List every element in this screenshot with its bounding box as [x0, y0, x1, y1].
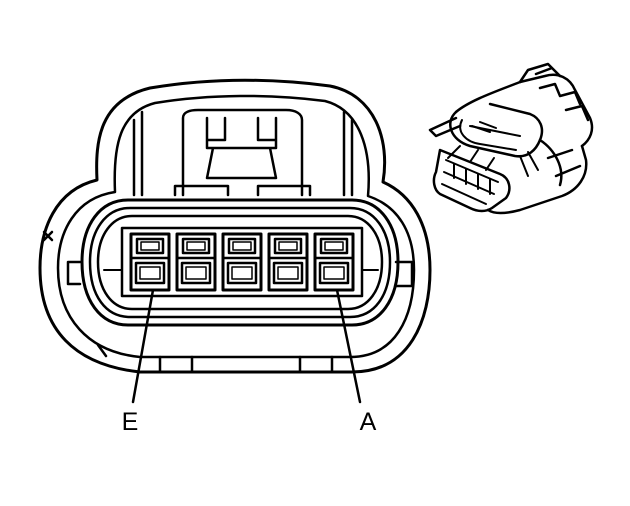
housing-inner [120, 226, 364, 298]
cavity-upper-inner [140, 241, 160, 251]
cavity-lower-inner [277, 266, 299, 280]
leader-line-a [335, 288, 362, 404]
cavity-lower-window [226, 261, 258, 285]
cavity-lower-inner [185, 266, 207, 280]
cavity-1 [129, 232, 171, 292]
cavity-lower-window [180, 261, 212, 285]
cavity-upper-inner [232, 241, 252, 251]
iso-top-latch [518, 62, 590, 122]
cavity-upper-window [227, 237, 257, 255]
cavity-upper-window [135, 237, 165, 255]
iso-collar [449, 102, 544, 158]
pin-label-e: E [122, 408, 139, 436]
cavity-frame [313, 232, 355, 292]
left-lower-notch [96, 343, 108, 358]
iso-body-back [454, 73, 594, 148]
outer-shell [38, 78, 432, 374]
cavity-frame [175, 232, 217, 292]
left-notch [42, 230, 54, 242]
leader-line-e [131, 288, 155, 404]
inner-shell [56, 94, 416, 359]
cavity-lower-inner [323, 266, 345, 280]
left-tab [66, 260, 82, 286]
cavity-upper-inner [278, 241, 298, 251]
cavity-upper-window [273, 237, 303, 255]
cavity-lower-window [272, 261, 304, 285]
housing-outline-3 [96, 214, 384, 311]
cavity-4 [267, 232, 309, 292]
cavity-2 [175, 232, 217, 292]
cavity-lower-window [134, 261, 166, 285]
cavity-upper-inner [186, 241, 206, 251]
cavity-lower-inner [231, 266, 253, 280]
iso-face [432, 148, 511, 213]
bottom-feet [158, 355, 334, 374]
iso-lower-shell [538, 138, 582, 187]
cavity-upper-inner [324, 241, 344, 251]
housing-outline-1 [80, 198, 400, 327]
cavity-frame [129, 232, 171, 292]
cavity-5 [313, 232, 355, 292]
housing-outline-2 [88, 206, 392, 319]
cavity-frame [221, 232, 263, 292]
latch [181, 108, 304, 197]
cavity-lower-inner [139, 266, 161, 280]
right-tab [394, 260, 414, 288]
connector-isometric-view [428, 62, 594, 215]
cavity-row [129, 232, 355, 292]
latch-tower [132, 110, 354, 197]
latch-base [173, 184, 312, 197]
cavity-3 [221, 232, 263, 292]
cavity-frame [267, 232, 309, 292]
cavity-lower-window [318, 261, 350, 285]
iso-side [486, 144, 588, 215]
cavity-upper-window [181, 237, 211, 255]
iso-flange [428, 116, 462, 138]
cavity-upper-window [319, 237, 349, 255]
pin-label-a: A [360, 408, 377, 436]
iso-cavities [447, 145, 495, 195]
connector-face-view: E A [38, 78, 432, 436]
iso-wire-lines [471, 121, 539, 177]
